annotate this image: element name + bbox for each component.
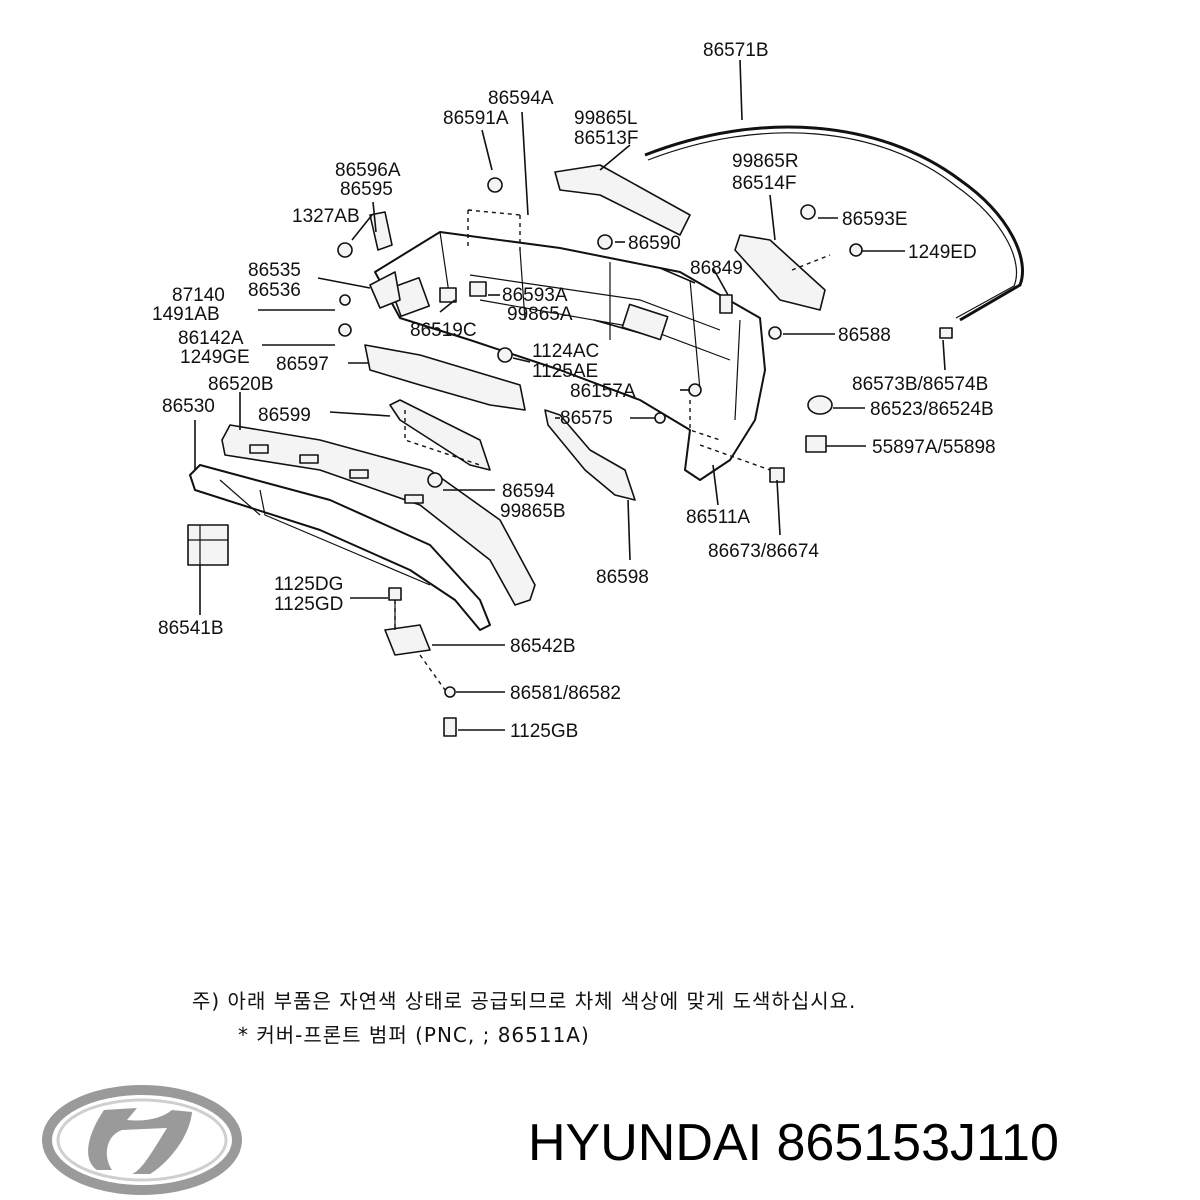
label-86575: 86575 [560, 408, 613, 429]
clip-86142A [338, 323, 352, 337]
bolt-1125GB [443, 717, 457, 737]
part-labels: 86571B 86594A 86591A 99865L 86513F 86596… [152, 40, 996, 742]
label-86542B: 86542B [510, 636, 576, 657]
clip-1249ED [849, 243, 863, 257]
label-86595: 86595 [340, 179, 393, 200]
label-86597: 86597 [276, 354, 329, 375]
bracket-86599 [389, 399, 491, 471]
label-86520B: 86520B [208, 374, 274, 395]
label-86588: 86588 [838, 325, 891, 346]
brand-part-number: HYUNDAI 865153J110 [528, 1114, 1059, 1172]
label-1125DG: 1125DG [274, 574, 343, 595]
bracket-86595 [369, 211, 393, 251]
label-1125GB: 1125GB [510, 721, 578, 742]
label-86157A: 86157A [570, 381, 636, 402]
clip-86519C [439, 287, 457, 303]
label-86849: 86849 [690, 258, 743, 279]
label-86536: 86536 [248, 280, 301, 301]
label-99865R: 99865R [732, 151, 799, 172]
hyundai-logo-icon [42, 1085, 242, 1195]
label-86599: 86599 [258, 405, 311, 426]
clip-86588 [768, 326, 782, 340]
label-86513F: 86513F [574, 128, 638, 149]
label-86571B: 86571B [703, 40, 769, 61]
label-86593E: 86593E [842, 209, 908, 230]
stay-86542B [384, 624, 431, 656]
label-87140: 87140 [172, 285, 225, 306]
label-86590: 86590 [628, 233, 681, 254]
label-86511A: 86511A [686, 507, 750, 528]
clip-86157A [688, 383, 702, 397]
molding-strip-86571B [644, 125, 1024, 322]
bracket-86513F [554, 164, 691, 236]
label-1124AC: 1124AC [532, 341, 599, 362]
label-55897A-55898: 55897A/55898 [872, 437, 996, 458]
label-1491AB: 1491AB [152, 304, 220, 325]
bracket-86514F [734, 234, 826, 311]
label-99865A: 99865A [507, 304, 573, 325]
clip-87140 [339, 294, 351, 306]
label-86142A: 86142A [178, 328, 244, 349]
beam-86530 [189, 464, 491, 631]
clip-86593E [800, 204, 816, 220]
bracket-86598 [544, 409, 636, 501]
label-1249GE: 1249GE [180, 347, 250, 368]
bracket-86535 [369, 271, 401, 309]
clip-86593A [469, 281, 487, 297]
parts-drawings [187, 125, 1024, 737]
label-86581-86582: 86581/86582 [510, 683, 621, 704]
label-86530: 86530 [162, 396, 215, 417]
label-86519C: 86519C [410, 320, 477, 341]
cap-86523 [807, 395, 833, 415]
label-86594: 86594 [502, 481, 555, 502]
brace-86597 [364, 344, 526, 411]
diagram-note: 주) 아래 부품은 자연색 상태로 공급되므로 차체 색상에 맞게 도색하십시요… [192, 989, 856, 1047]
strip-end-86573B [939, 327, 953, 339]
clip-86575 [654, 412, 666, 424]
clip-1124AC [497, 347, 513, 363]
bolt-86581 [444, 686, 456, 698]
label-86593A: 86593A [502, 285, 568, 306]
label-86541B: 86541B [158, 618, 224, 639]
label-86535: 86535 [248, 260, 301, 281]
label-1327AB: 1327AB [292, 206, 360, 227]
bracket-86849 [719, 294, 733, 314]
clip-86590 [597, 234, 613, 250]
energy-absorber-86520B [221, 424, 536, 606]
clip-86594 [427, 472, 443, 488]
note-line-1: 주) 아래 부품은 자연색 상태로 공급되므로 차체 색상에 맞게 도색하십시요… [192, 989, 856, 1013]
label-86514F: 86514F [732, 173, 796, 194]
label-99865L: 99865L [574, 108, 637, 129]
label-86594A: 86594A [488, 88, 554, 109]
label-1249ED: 1249ED [908, 242, 977, 263]
cap-86673 [769, 467, 785, 483]
clip-1327AB [337, 242, 353, 258]
label-1125AE: 1125AE [532, 361, 598, 382]
clip-55897A [805, 435, 827, 453]
clip-86591A [487, 177, 503, 193]
label-1125GD: 1125GD [274, 594, 343, 615]
label-86591A: 86591A [443, 108, 509, 129]
label-86573B-86574B: 86573B/86574B [852, 374, 988, 395]
label-99865B: 99865B [500, 501, 566, 522]
label-86523-86524B: 86523/86524B [870, 399, 994, 420]
leader-lines [194, 59, 946, 731]
stay-86541B [187, 524, 229, 566]
label-86598: 86598 [596, 567, 649, 588]
note-line-2: * 커버-프론트 범퍼 (PNC, ; 86511A) [238, 1023, 590, 1047]
label-86673-86674: 86673/86674 [708, 541, 819, 562]
label-86596A: 86596A [335, 160, 401, 181]
